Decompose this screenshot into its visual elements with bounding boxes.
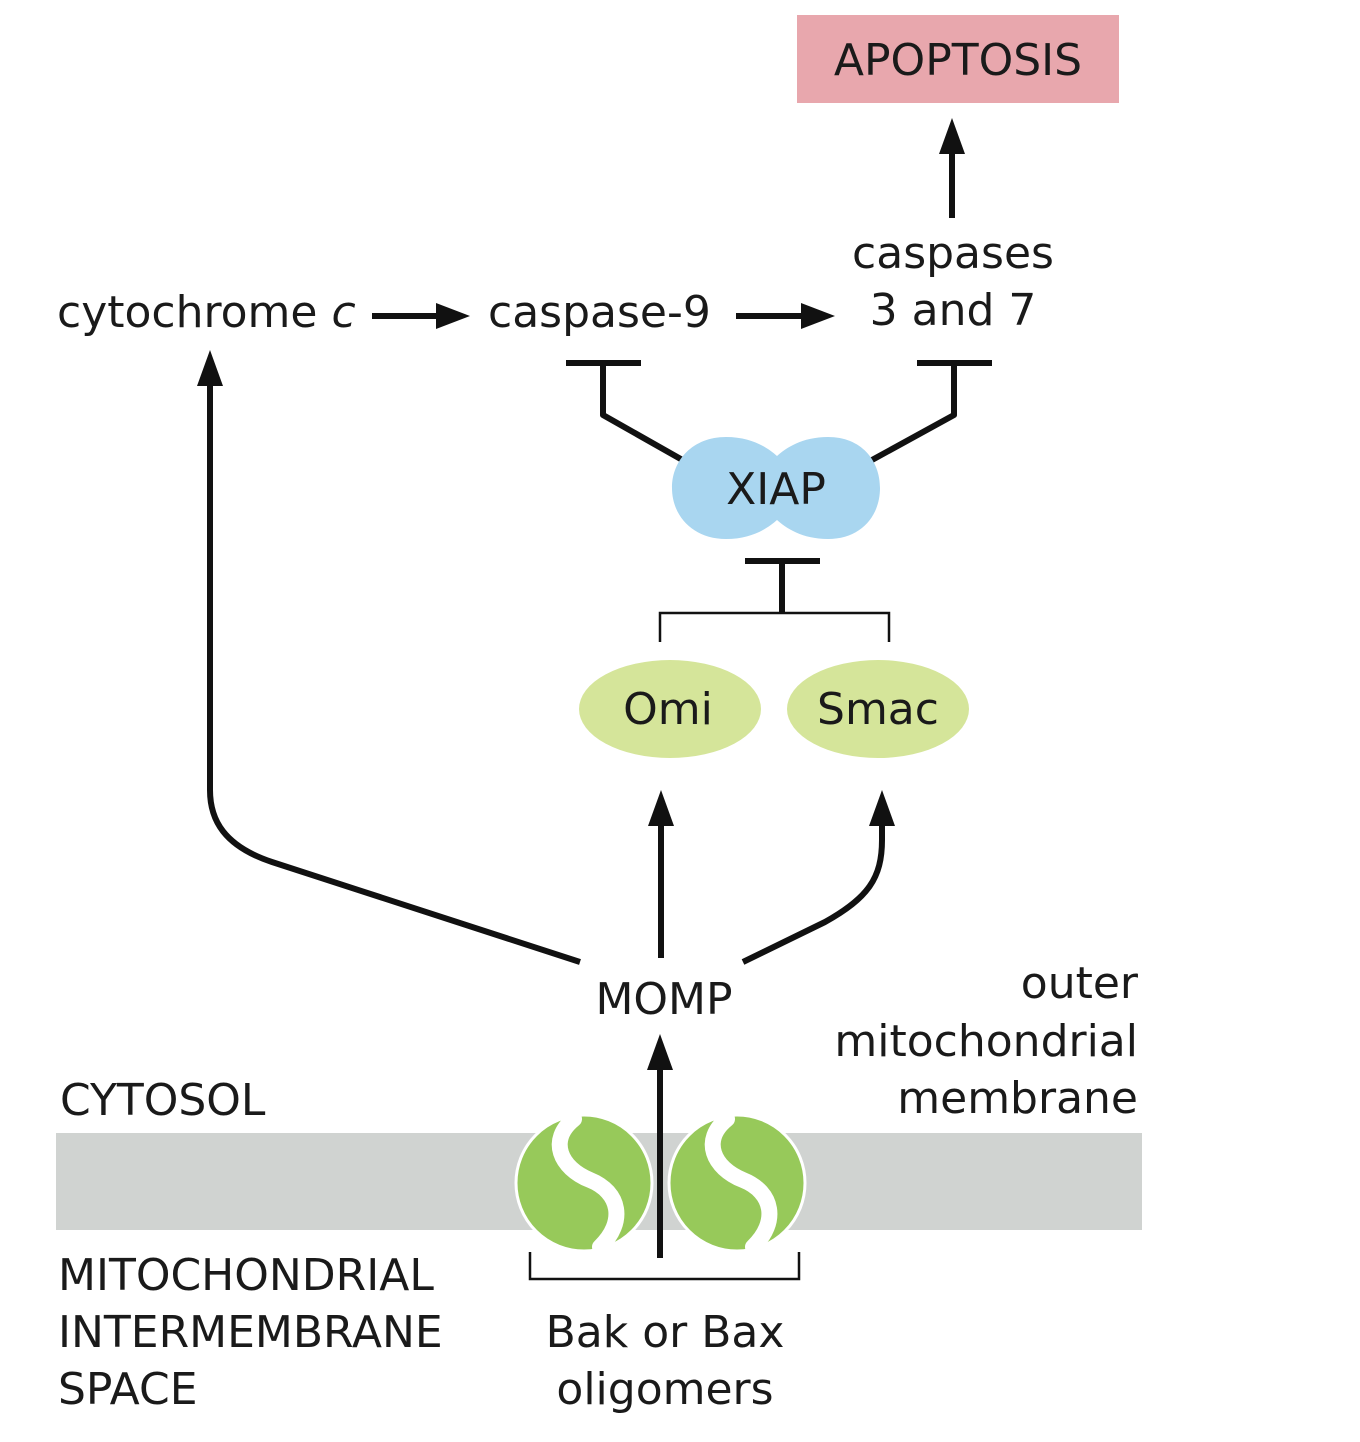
apoptosis-box xyxy=(797,15,1119,103)
bak-bax-label-line1: Bak or Bax xyxy=(546,1307,785,1358)
arrow-momp-to-smac xyxy=(741,820,885,965)
arrowhead-omi xyxy=(648,790,674,826)
arrowhead-caspases xyxy=(801,303,835,329)
xiap-label: XIAP xyxy=(726,464,826,515)
ims-label-line1: MITOCHONDRIAL xyxy=(58,1250,434,1301)
cytosol-label: CYTOSOL xyxy=(60,1075,266,1126)
ims-label-line3: SPACE xyxy=(58,1364,198,1415)
smac-shape xyxy=(787,660,969,758)
caspases-label-line1: caspases xyxy=(852,228,1054,279)
smac-label: Smac xyxy=(817,684,939,735)
apoptosis-label: APOPTOSIS xyxy=(834,35,1082,86)
momp-label: MOMP xyxy=(595,974,732,1025)
outer-membrane-label-line2: mitochondrial xyxy=(834,1016,1138,1067)
omi-smac-bracket xyxy=(658,611,891,642)
arrow-momp-to-cytochrome xyxy=(207,382,581,965)
outer-membrane-label-line3: membrane xyxy=(897,1073,1138,1124)
outer-membrane-label-line1: outer xyxy=(1021,958,1139,1009)
caspases-label-line2: 3 and 7 xyxy=(870,285,1037,336)
cytochrome-c-italic: c xyxy=(331,287,355,338)
ims-label-line2: INTERMEMBRANE xyxy=(58,1307,443,1358)
arrowhead-caspase9 xyxy=(436,303,470,329)
arrowhead-apoptosis xyxy=(939,118,965,154)
bak-bax-label-line2: oligomers xyxy=(556,1364,773,1415)
bak-bax-protein-right xyxy=(667,1111,807,1255)
oligomers-bracket xyxy=(528,1252,801,1281)
inhibition-line-xiap-caspases xyxy=(870,363,957,463)
inhibition-line-xiap-caspase9 xyxy=(600,363,688,465)
arrowhead-cytochrome xyxy=(197,350,223,386)
xiap-shape xyxy=(672,437,880,539)
cytochrome-c-label: cytochrome c xyxy=(57,287,356,338)
caspase-9-label: caspase-9 xyxy=(488,287,711,338)
omi-shape xyxy=(579,660,761,758)
bak-bax-protein-left xyxy=(514,1111,654,1255)
arrowhead-smac xyxy=(869,790,895,826)
arrowhead-momp xyxy=(647,1034,673,1070)
omi-label: Omi xyxy=(623,684,713,735)
cytochrome-text: cytochrome xyxy=(57,287,331,338)
